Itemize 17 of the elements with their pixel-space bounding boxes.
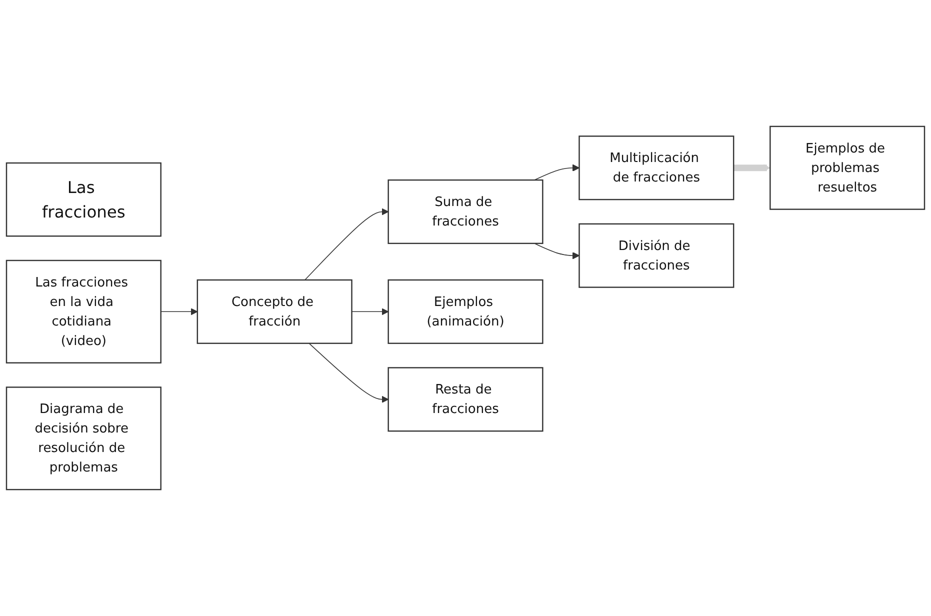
node-box: Suma de fracciones bbox=[388, 179, 544, 244]
node-box: Concepto de fracción bbox=[196, 279, 352, 344]
node-box: Resta de fracciones bbox=[388, 367, 544, 432]
node-box: Multiplicación de fracciones bbox=[578, 136, 734, 200]
arrow bbox=[351, 308, 389, 316]
node-box: Ejemplos de problemas resueltos bbox=[770, 126, 926, 210]
node-box: Las fracciones bbox=[6, 162, 162, 237]
node-box: División de fracciones bbox=[578, 223, 734, 288]
node-box: Ejemplos (animación) bbox=[388, 279, 544, 344]
arrow bbox=[534, 164, 580, 180]
node-box: Las fracciones en la vida cotidiana (video) bbox=[6, 260, 162, 364]
node-box: Diagrama de decisión sobre resolución de problemas bbox=[6, 386, 162, 490]
arrow bbox=[160, 308, 198, 316]
arrow bbox=[308, 342, 389, 403]
arrow bbox=[534, 243, 580, 260]
arrow bbox=[304, 208, 389, 280]
arrow bbox=[733, 164, 770, 172]
